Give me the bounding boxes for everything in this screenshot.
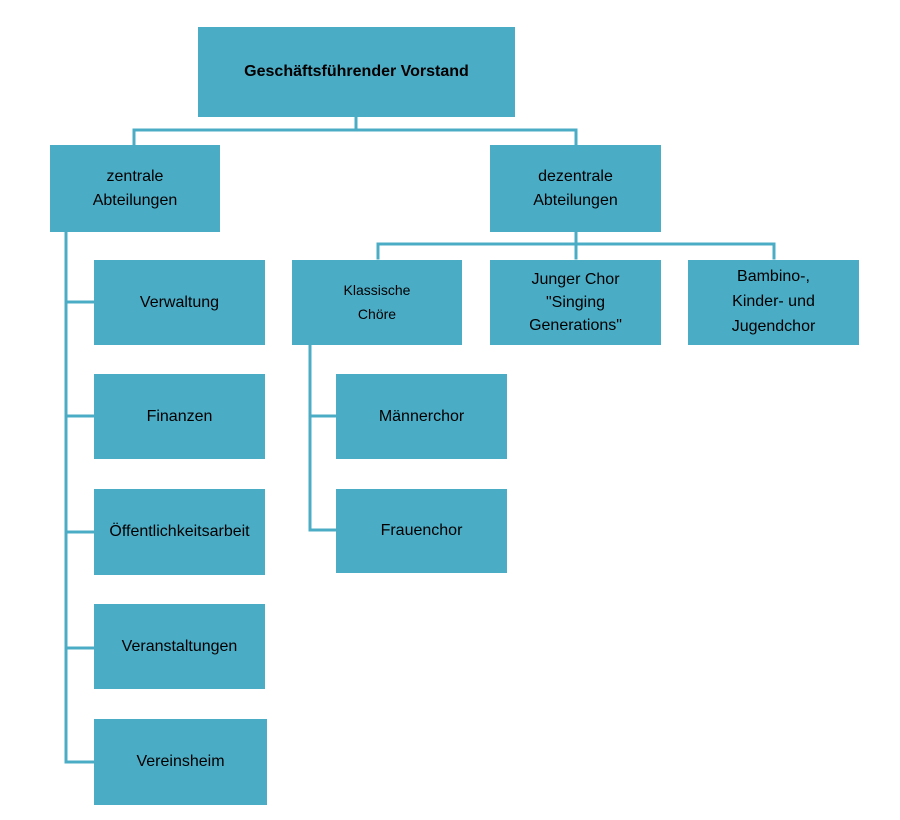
classic-choirs-box: Klassische Chöre [292, 260, 462, 345]
kids-choir-box: Bambino-, Kinder- und Jugendchor [688, 260, 859, 345]
central-item-label: Finanzen [146, 407, 213, 425]
classic-choir-item: Frauenchor [336, 489, 507, 573]
central-item: Veranstaltungen [94, 604, 265, 689]
central-item: Finanzen [94, 374, 265, 459]
kids-choir-title: Bambino-, Kinder- und Jugendchor [731, 268, 816, 335]
board-title: Geschäftsführender Vorstand [244, 63, 469, 80]
classic-choir-label: Frauenchor [380, 522, 463, 539]
classic-choir-label: Männerchor [378, 407, 465, 425]
decentral-departments-box: dezentrale Abteilungen [490, 145, 661, 232]
classic-choirs-title: Klassische Chöre [343, 281, 411, 322]
board-box: Geschäftsführender Vorstand [198, 27, 515, 117]
central-departments-box: zentrale Abteilungen [50, 145, 220, 232]
central-item: Vereinsheim [94, 719, 267, 805]
decentral-departments-title: dezentrale Abteilungen [533, 167, 618, 209]
central-item-label: Vereinsheim [136, 753, 225, 770]
central-item-label: Veranstaltungen [121, 637, 238, 655]
young-choir-title: Junger Chor "Singing Generations" [529, 270, 622, 335]
central-item: Öffentlichkeitsarbeit [94, 489, 265, 575]
young-choir-box: Junger Chor "Singing Generations" [490, 260, 661, 345]
central-item: Verwaltung [94, 260, 265, 345]
central-departments-title: zentrale Abteilungen [92, 167, 178, 209]
central-item-label: Öffentlichkeitsarbeit [109, 523, 250, 540]
central-item-label: Verwaltung [139, 293, 220, 311]
classic-choir-item: Männerchor [336, 374, 507, 459]
